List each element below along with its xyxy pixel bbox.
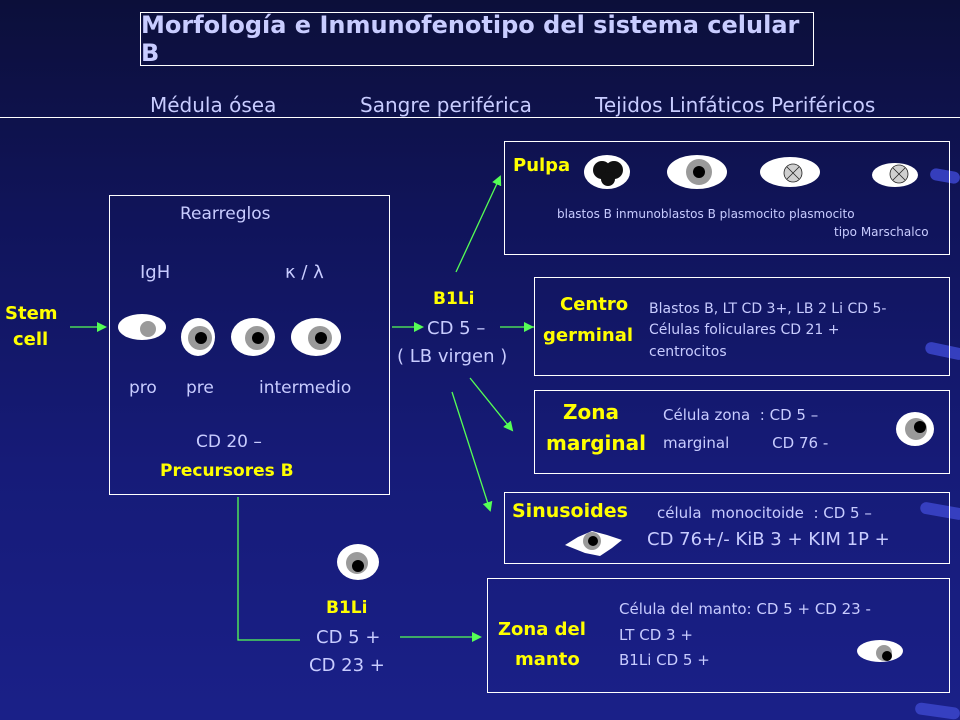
zona-manto-line-2: LT CD 3 + <box>619 626 693 644</box>
header-medula: Médula ósea <box>150 93 277 117</box>
cell-plasmocito <box>760 157 820 187</box>
sinusoides-box <box>504 492 950 564</box>
pulpa-box <box>504 141 950 255</box>
centro-line-1: Blastos B, LT CD 3+, LB 2 Li CD 5- <box>649 301 887 317</box>
pro-label: pro <box>129 378 157 398</box>
arrow-to-sinusoides <box>451 391 493 512</box>
cells <box>118 155 934 662</box>
sinusoides-line-2: CD 76+/- KiB 3 + KIM 1P + <box>647 529 890 550</box>
centro-line-2: Células foliculares CD 21 + <box>649 322 840 338</box>
cell-b1li-manto <box>337 544 379 580</box>
cell-pro <box>118 314 166 340</box>
sinusoides-title: Sinusoides <box>512 500 628 522</box>
centro-title-2: germinal <box>543 325 634 346</box>
intermedio-label: intermedio <box>259 378 352 398</box>
zona-manto-box <box>487 578 950 693</box>
cd20-label: CD 20 – <box>196 432 262 452</box>
zona-manto-title-2: manto <box>515 649 580 670</box>
centro-title-1: Centro <box>560 294 629 315</box>
b1li-virgin-cd5: CD 5 – <box>427 318 486 339</box>
pulpa-title: Pulpa <box>513 155 571 176</box>
stem-cell-label-1: Stem <box>5 303 58 324</box>
zona-manto-line-3: B1Li CD 5 + <box>619 651 710 669</box>
zona-manto-line-1: Célula del manto: CD 5 + CD 23 - <box>619 600 871 618</box>
centro-line-3: centrocitos <box>649 344 727 360</box>
title-box: Morfología e Inmunofenotipo del sistema … <box>140 11 814 67</box>
kappa-lambda-label: κ / λ <box>285 262 324 283</box>
zona-marginal-line-2: marginal CD 76 - <box>663 434 829 452</box>
centro-germinal-box <box>534 277 950 376</box>
cell-intermedio-2 <box>291 318 341 356</box>
marrow-box <box>109 195 390 495</box>
cell-pre <box>181 318 215 356</box>
cell-zona-marginal <box>896 412 934 446</box>
sinusoides-line-1: célula monocitoide : CD 5 – <box>657 504 872 522</box>
zona-marginal-title-1: Zona <box>563 400 619 424</box>
header-divider <box>0 117 960 118</box>
cell-intermedio-1 <box>231 318 275 356</box>
cell-plasmocito-marschalco <box>872 163 918 187</box>
arrow-marrow-down <box>237 497 300 641</box>
zona-marginal-box <box>534 390 950 474</box>
stem-cell-label-2: cell <box>13 329 49 350</box>
b1li-virgin-name: B1Li <box>433 289 475 309</box>
b1li-mantle-cd5: CD 5 + <box>316 627 381 648</box>
cell-inmunoblasto <box>667 155 727 189</box>
zona-manto-title-1: Zona del <box>498 619 586 640</box>
b1li-mantle-cd23: CD 23 + <box>309 655 385 676</box>
arrows <box>70 175 534 642</box>
page-title: Morfología e Inmunofenotipo del sistema … <box>141 11 800 67</box>
zona-marginal-line-1: Célula zona : CD 5 – <box>663 406 819 424</box>
b1li-mantle-name: B1Li <box>326 598 368 618</box>
precursores-label: Precursores B <box>160 461 294 481</box>
zona-marginal-title-2: marginal <box>546 431 646 455</box>
pulpa-labels-1: blastos B inmunoblastos B plasmocito pla… <box>557 207 855 221</box>
igh-label: IgH <box>140 262 171 283</box>
cell-monocitoide <box>565 531 622 556</box>
pre-label: pre <box>186 378 214 398</box>
pulpa-labels-2: tipo Marschalco <box>834 225 929 239</box>
header-tejidos: Tejidos Linfáticos Periféricos <box>595 93 876 117</box>
header-sangre: Sangre periférica <box>360 93 532 117</box>
rearreglos-label: Rearreglos <box>180 204 271 224</box>
cell-blasto-b <box>584 155 630 189</box>
arrow-to-pulpa <box>455 175 502 273</box>
cell-zona-manto <box>857 640 903 662</box>
b1li-virgin-lb: ( LB virgen ) <box>397 346 508 367</box>
arrow-to-zona-marginal <box>469 377 514 432</box>
